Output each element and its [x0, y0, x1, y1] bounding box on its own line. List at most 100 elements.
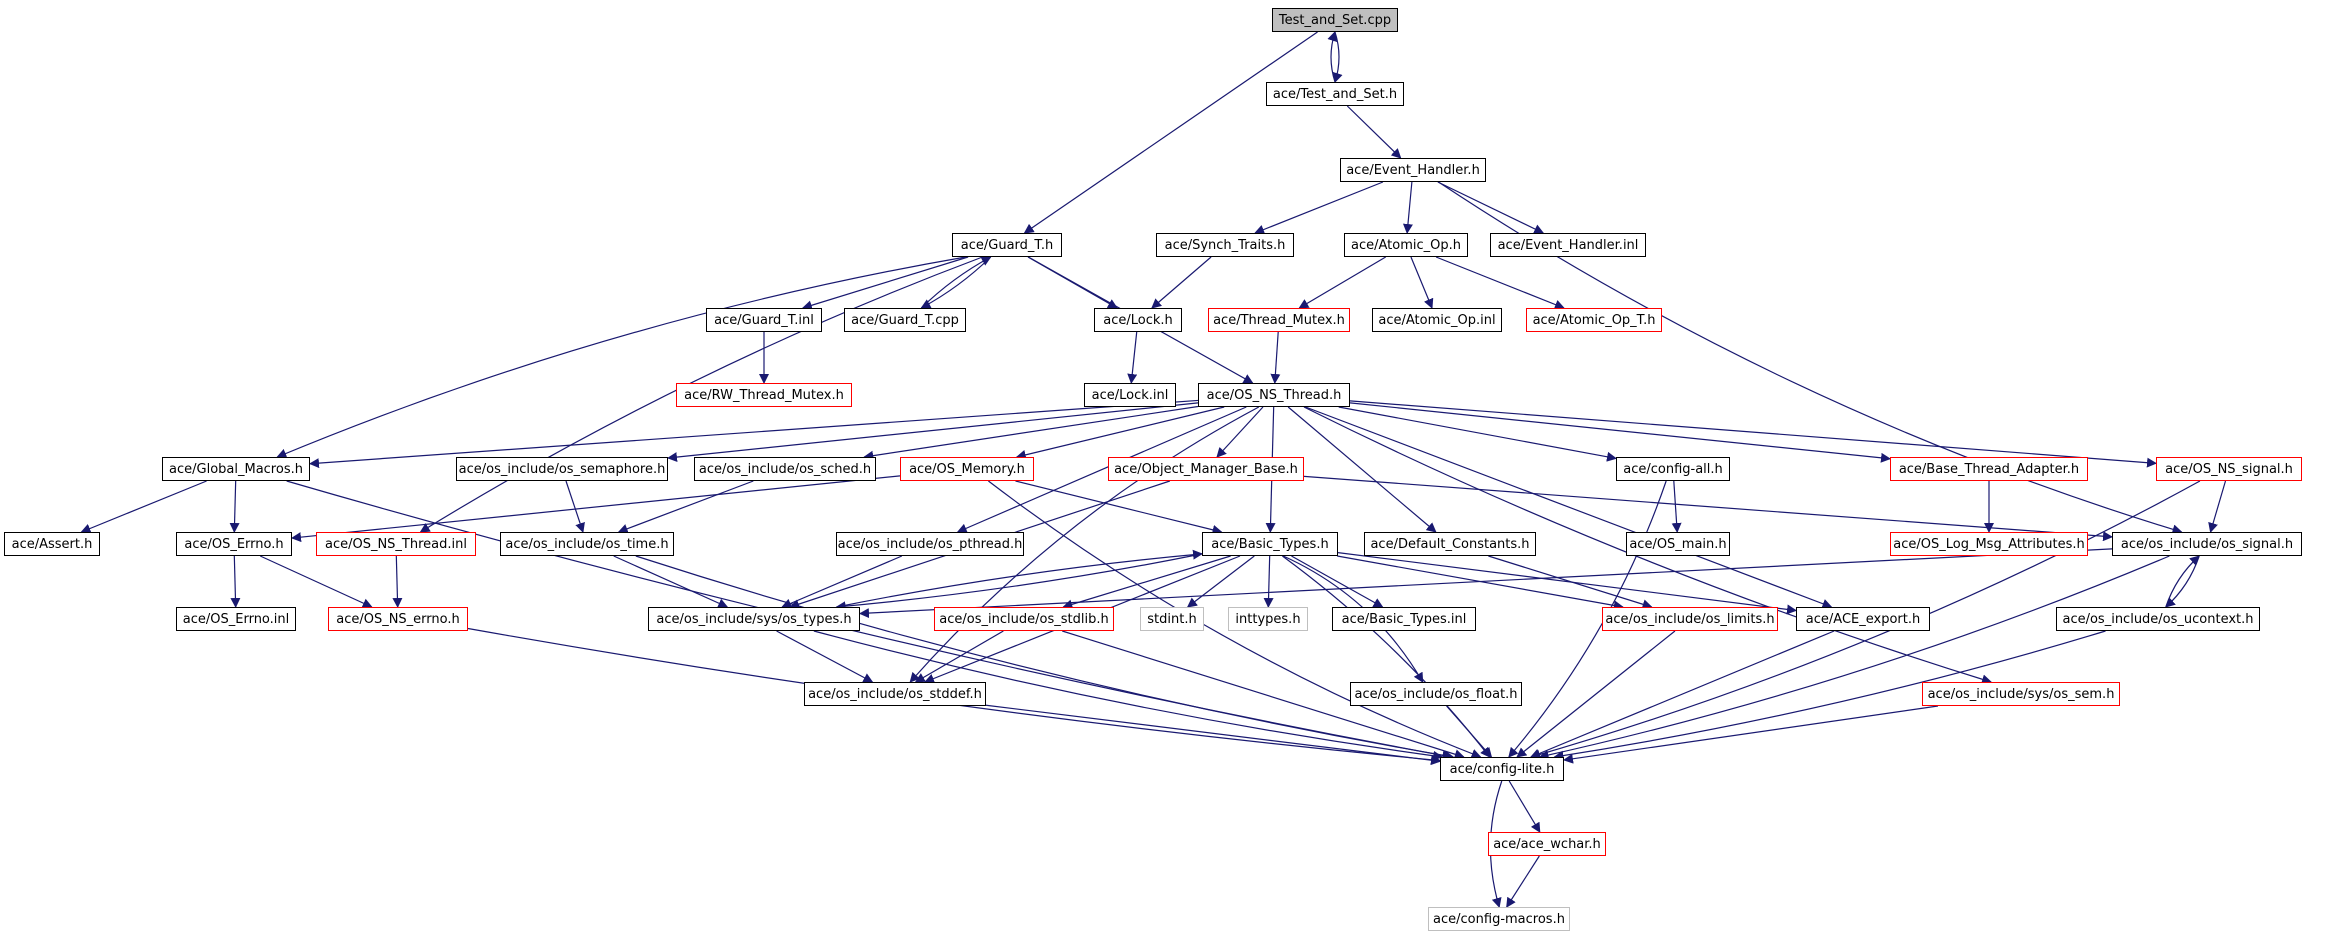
node-os-sched-h[interactable]: ace/os_include/os_sched.h	[694, 457, 876, 481]
node-os-float-h[interactable]: ace/os_include/os_float.h	[1350, 682, 1522, 706]
node-event-handler-inl[interactable]: ace/Event_Handler.inl	[1490, 233, 1646, 257]
node-os-ns-thread-inl[interactable]: ace/OS_NS_Thread.inl	[316, 532, 476, 556]
node-os-stddef-h[interactable]: ace/os_include/os_stddef.h	[804, 682, 986, 706]
edge-os-stddef-h-to-config-lite-h	[985, 704, 1441, 766]
node-os-memory-h[interactable]: ace/OS_Memory.h	[900, 457, 1034, 481]
edge-os-memory-h-to-config-lite-h	[988, 480, 1482, 759]
edge-guard-t-cpp-to-guard-t-h	[920, 256, 992, 309]
edge-os-sched-h-to-os-time-h	[617, 480, 754, 534]
node-config-lite-h[interactable]: ace/config-lite.h	[1440, 757, 1564, 781]
node-os-log-msg-attributes-h[interactable]: ace/OS_Log_Msg_Attributes.h	[1890, 532, 2088, 556]
node-test-and-set-cpp[interactable]: Test_and_Set.cpp	[1272, 8, 1398, 32]
node-config-macros-h[interactable]: ace/config-macros.h	[1428, 907, 1570, 931]
node-lock-h[interactable]: ace/Lock.h	[1094, 308, 1182, 332]
edge-os-signal-h-to-os-ucontext-h	[2165, 555, 2200, 608]
node-guard-t-h[interactable]: ace/Guard_T.h	[952, 233, 1062, 257]
node-os-pthread-h[interactable]: ace/os_include/os_pthread.h	[836, 532, 1024, 556]
edge-os-signal-h-to-sys-os-types-h	[859, 548, 2113, 619]
edge-os-stdlib-h-to-os-stddef-h	[914, 630, 1004, 683]
node-global-macros-h[interactable]: ace/Global_Macros.h	[162, 457, 310, 481]
node-rw-thread-mutex-h[interactable]: ace/RW_Thread_Mutex.h	[676, 383, 852, 407]
edge-event-handler-h-to-synch-traits-h	[1254, 181, 1384, 235]
node-os-time-h[interactable]: ace/os_include/os_time.h	[500, 532, 674, 556]
edge-os-errno-h-to-os-ns-errno-h	[259, 555, 373, 608]
node-event-handler-h[interactable]: ace/Event_Handler.h	[1340, 158, 1486, 182]
node-atomic-op-inl[interactable]: ace/Atomic_Op.inl	[1372, 308, 1502, 332]
node-os-main-h[interactable]: ace/OS_main.h	[1626, 532, 1730, 556]
edge-os-semaphore-h-to-os-time-h	[565, 480, 585, 533]
edge-os-time-h-to-sys-os-types-h	[613, 555, 729, 608]
edge-guard-t-h-to-global-macros-h	[276, 256, 966, 459]
node-stdint-h[interactable]: stdint.h	[1140, 607, 1204, 631]
node-atomic-op-t-h[interactable]: ace/Atomic_Op_T.h	[1526, 308, 1662, 332]
node-config-all-h[interactable]: ace/config-all.h	[1616, 457, 1730, 481]
node-os-limits-h[interactable]: ace/os_include/os_limits.h	[1602, 607, 1778, 631]
edge-test-and-set-cpp-to-test-and-set-h	[1332, 31, 1343, 83]
edge-sys-os-types-h-to-config-lite-h	[813, 630, 1444, 761]
edge-os-ns-thread-h-to-os-ns-signal-h	[1349, 400, 2157, 468]
node-ace-wchar-h[interactable]: ace/ace_wchar.h	[1488, 832, 1606, 856]
edge-sys-os-types-h-to-basic-types-h	[836, 549, 1203, 608]
edge-global-macros-h-to-assert-h	[80, 480, 207, 534]
edge-os-ns-thread-inl-to-os-ns-errno-h	[392, 555, 403, 608]
edge-config-all-h-to-os-main-h	[1671, 480, 1682, 533]
node-sys-os-types-h[interactable]: ace/os_include/sys/os_types.h	[648, 607, 860, 631]
edge-global-macros-h-to-os-errno-h	[229, 480, 240, 533]
edge-os-stdlib-h-to-config-lite-h	[1062, 630, 1465, 760]
node-os-ucontext-h[interactable]: ace/os_include/os_ucontext.h	[2056, 607, 2260, 631]
node-guard-t-cpp[interactable]: ace/Guard_T.cpp	[844, 308, 966, 332]
edge-atomic-op-h-to-thread-mutex-h	[1298, 256, 1386, 309]
edge-object-manager-base-h-to-os-signal-h	[1303, 475, 2113, 542]
node-inttypes-h[interactable]: inttypes.h	[1228, 607, 1308, 631]
edge-test-and-set-cpp-to-guard-t-h	[1023, 31, 1318, 234]
node-sys-os-sem-h[interactable]: ace/os_include/sys/os_sem.h	[1922, 682, 2120, 706]
edge-os-limits-h-to-config-lite-h	[1516, 630, 1676, 758]
edge-os-ns-thread-h-to-global-macros-h	[309, 399, 1199, 469]
edge-os-ns-signal-h-to-os-signal-h	[2208, 480, 2227, 533]
node-os-errno-inl[interactable]: ace/OS_Errno.inl	[176, 607, 296, 631]
node-synch-traits-h[interactable]: ace/Synch_Traits.h	[1156, 233, 1294, 257]
node-guard-t-inl[interactable]: ace/Guard_T.inl	[706, 308, 822, 332]
edge-synch-traits-h-to-lock-h	[1151, 256, 1212, 309]
node-os-stdlib-h[interactable]: ace/os_include/os_stdlib.h	[934, 607, 1114, 631]
node-default-constants-h[interactable]: ace/Default_Constants.h	[1364, 532, 1536, 556]
edge-os-ns-thread-h-to-base-thread-adapter-h	[1349, 402, 1891, 463]
edge-basic-types-h-to-sys-os-types-h	[835, 553, 1203, 612]
edge-os-ns-thread-h-to-ace-export-h	[1305, 406, 1833, 609]
node-assert-h[interactable]: ace/Assert.h	[4, 532, 100, 556]
node-thread-mutex-h[interactable]: ace/Thread_Mutex.h	[1208, 308, 1350, 332]
edge-ace-wchar-h-to-config-macros-h	[1506, 855, 1540, 908]
node-atomic-op-h[interactable]: ace/Atomic_Op.h	[1344, 233, 1468, 257]
edge-basic-types-h-to-basic-types-inl	[1291, 555, 1384, 608]
node-os-semaphore-h[interactable]: ace/os_include/os_semaphore.h	[456, 457, 668, 481]
edge-os-memory-h-to-os-errno-h	[291, 475, 901, 543]
edge-lock-h-to-lock-inl	[1127, 331, 1138, 384]
node-ace-export-h[interactable]: ace/ACE_export.h	[1796, 607, 1930, 631]
edge-config-lite-h-to-ace-wchar-h	[1508, 780, 1541, 833]
edge-basic-types-h-to-inttypes-h	[1263, 555, 1274, 608]
node-os-errno-h[interactable]: ace/OS_Errno.h	[176, 532, 292, 556]
node-object-manager-base-h[interactable]: ace/Object_Manager_Base.h	[1108, 457, 1304, 481]
node-test-and-set-h[interactable]: ace/Test_and_Set.h	[1266, 82, 1404, 106]
edge-guard-t-h-to-os-ns-thread-inl	[419, 256, 983, 533]
edge-os-pthread-h-to-sys-os-types-h	[781, 555, 903, 609]
node-lock-inl[interactable]: ace/Lock.inl	[1084, 383, 1176, 407]
edge-basic-types-h-to-stdint-h	[1186, 555, 1255, 608]
edge-os-memory-h-to-basic-types-h	[1015, 480, 1223, 535]
edge-os-ucontext-h-to-os-signal-h	[2165, 555, 2200, 608]
node-basic-types-inl[interactable]: ace/Basic_Types.inl	[1332, 607, 1476, 631]
edge-default-constants-h-to-os-limits-h	[1488, 555, 1653, 610]
node-os-signal-h[interactable]: ace/os_include/os_signal.h	[2112, 532, 2302, 556]
edge-test-and-set-h-to-test-and-set-cpp	[1327, 31, 1338, 83]
edge-os-ns-thread-h-to-os-pthread-h	[956, 406, 1247, 534]
edge-os-float-h-to-config-lite-h	[1446, 705, 1493, 758]
node-basic-types-h[interactable]: ace/Basic_Types.h	[1202, 532, 1338, 556]
edge-test-and-set-h-to-event-handler-h	[1346, 105, 1402, 159]
node-os-ns-thread-h[interactable]: ace/OS_NS_Thread.h	[1198, 383, 1350, 407]
node-os-ns-errno-h[interactable]: ace/OS_NS_errno.h	[328, 607, 468, 631]
edge-ace-export-h-to-config-lite-h	[1529, 630, 1835, 759]
edge-atomic-op-h-to-atomic-op-t-h	[1435, 256, 1565, 310]
node-os-ns-signal-h[interactable]: ace/OS_NS_signal.h	[2156, 457, 2302, 481]
edge-os-ucontext-h-to-config-lite-h	[1553, 630, 2106, 761]
node-base-thread-adapter-h[interactable]: ace/Base_Thread_Adapter.h	[1890, 457, 2088, 481]
